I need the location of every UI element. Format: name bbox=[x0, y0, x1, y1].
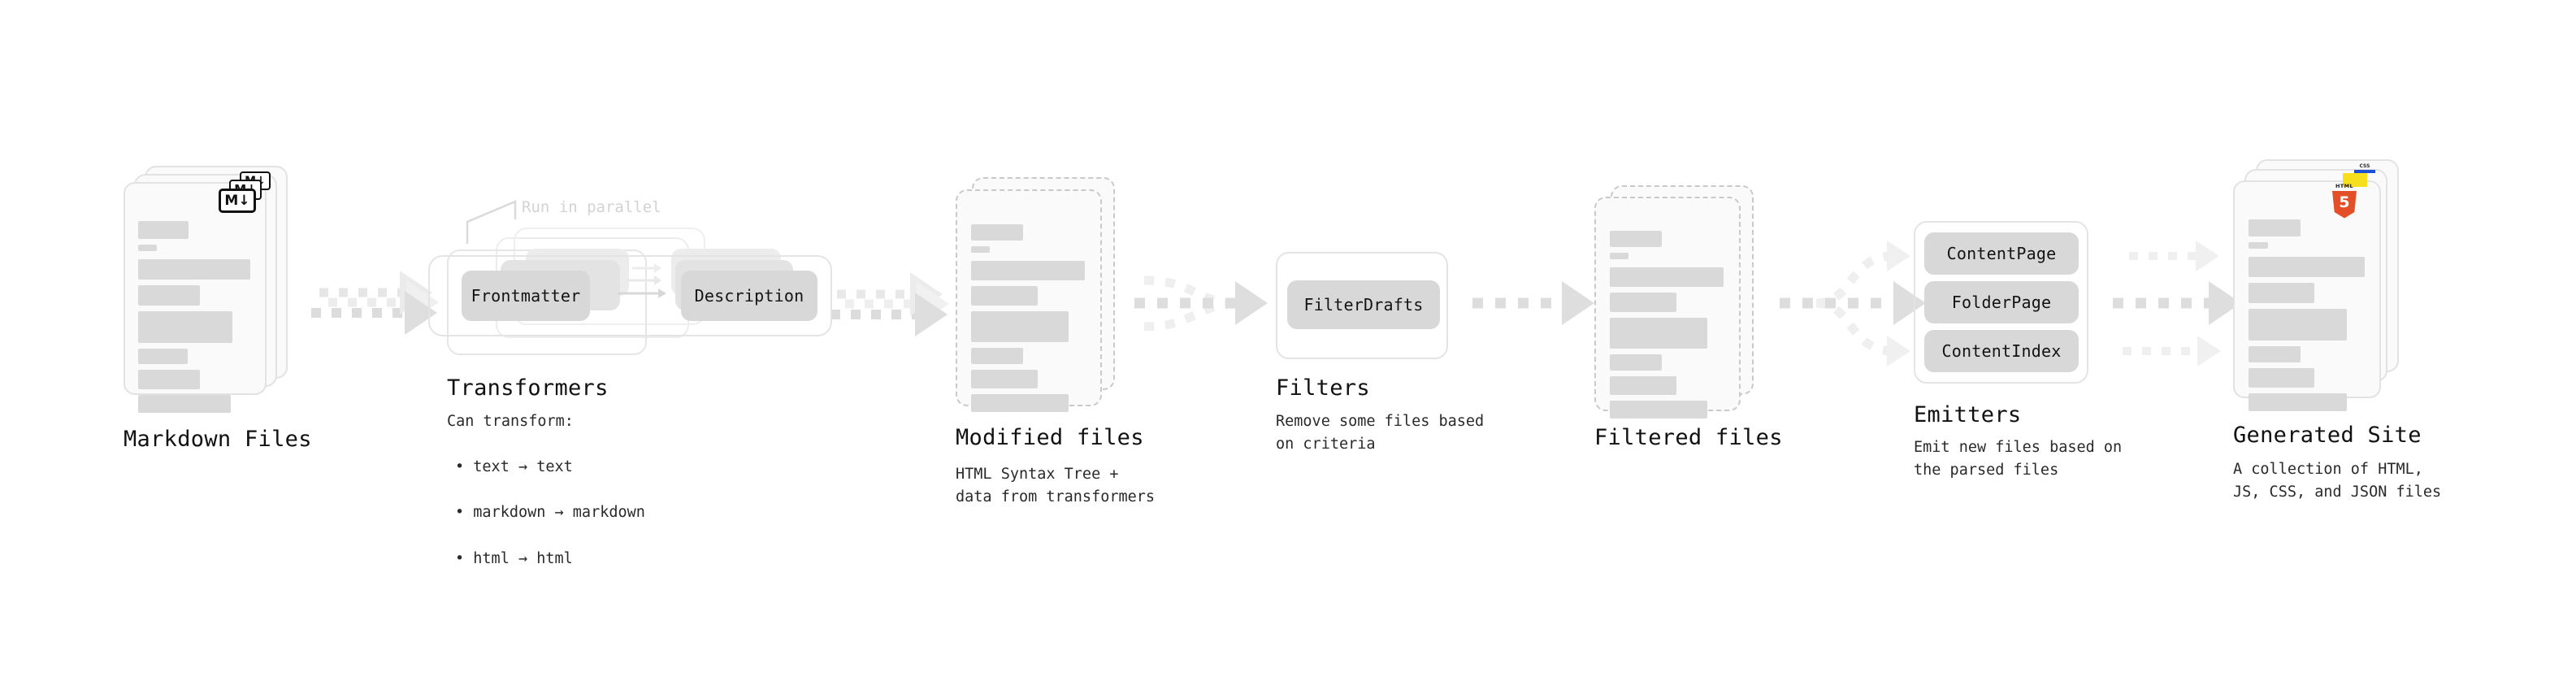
css-icon-label: CSS bbox=[2359, 163, 2370, 169]
filtered-card-skeleton bbox=[1610, 231, 1725, 424]
filtered-files-stack bbox=[1594, 185, 1765, 421]
html5-icon-label: HTML bbox=[2335, 183, 2354, 189]
generated-site-subtitle: A collection of HTML, JS, CSS, and JSON … bbox=[2233, 461, 2442, 501]
css-icon: CSS bbox=[2353, 163, 2376, 173]
transformers-bullets: text → text markdown → markdown html → h… bbox=[455, 433, 645, 593]
emitters-outer-box bbox=[1914, 221, 2088, 384]
transformers-bullet-0: text → text bbox=[455, 456, 645, 479]
filters-subtitle: Remove some files based on criteria bbox=[1276, 413, 1485, 453]
transformer-chip-frontmatter[interactable]: Frontmatter bbox=[462, 271, 590, 321]
transformers-bullet-1: markdown → markdown bbox=[455, 501, 645, 524]
markdown-icon: M↓ bbox=[219, 189, 256, 213]
modified-files-title: Modified files bbox=[956, 425, 1144, 450]
generated-site-title: Generated Site bbox=[2233, 423, 2422, 448]
arrow-filtered-to-emitters bbox=[1780, 241, 1926, 367]
site-card-skeleton bbox=[2249, 219, 2365, 417]
modified-files-subtitle: HTML Syntax Tree + data from transformer… bbox=[956, 466, 1156, 506]
emitter-chip-contentpage[interactable]: ContentPage bbox=[1924, 232, 2079, 275]
transformers-bullet-2: html → html bbox=[455, 548, 645, 570]
emitter-chip-contentindex[interactable]: ContentIndex bbox=[1924, 330, 2079, 372]
markdown-files-title: Markdown Files bbox=[124, 427, 312, 452]
filters-title: Filters bbox=[1276, 375, 1370, 401]
arrow-emitters-to-site bbox=[2113, 241, 2241, 367]
transformer-chip-description[interactable]: Description bbox=[681, 271, 817, 321]
html5-icon: HTML 5 bbox=[2331, 184, 2358, 219]
js-icon bbox=[2343, 173, 2367, 187]
modified-card-skeleton bbox=[971, 224, 1086, 418]
transformers-outer-box bbox=[428, 255, 832, 336]
transformers-title: Transformers bbox=[447, 375, 609, 401]
markdown-files-stack: M↓ M↓ M↓ bbox=[124, 166, 294, 413]
emitter-chip-folderpage[interactable]: FolderPage bbox=[1924, 281, 2079, 323]
modified-files-stack bbox=[956, 177, 1126, 413]
filter-chip-filterdrafts[interactable]: FilterDrafts bbox=[1287, 280, 1440, 329]
arrow-markdown-to-transformers bbox=[311, 271, 439, 335]
html5-icon-shield: 5 bbox=[2332, 190, 2357, 219]
generated-site-stack: CSS HTML 5 bbox=[2233, 159, 2404, 411]
emitters-subtitle: Emit new files based on the parsed files bbox=[1914, 439, 2123, 479]
emitters-title: Emitters bbox=[1914, 402, 2022, 427]
transformers-subtitle: Can transform: bbox=[447, 413, 574, 430]
run-in-parallel-label: Run in parallel bbox=[522, 198, 661, 216]
filtered-files-title: Filtered files bbox=[1594, 425, 1783, 450]
arrow-filters-to-filtered bbox=[1472, 281, 1594, 325]
markdown-card-skeleton bbox=[138, 221, 254, 419]
transformer-inner-arrows bbox=[618, 263, 666, 298]
html5-icon-digit: 5 bbox=[2339, 193, 2350, 211]
filters-outer-box bbox=[1276, 252, 1448, 359]
css-icon-bar bbox=[2354, 170, 2375, 173]
arrow-modified-to-filters bbox=[1134, 275, 1268, 332]
